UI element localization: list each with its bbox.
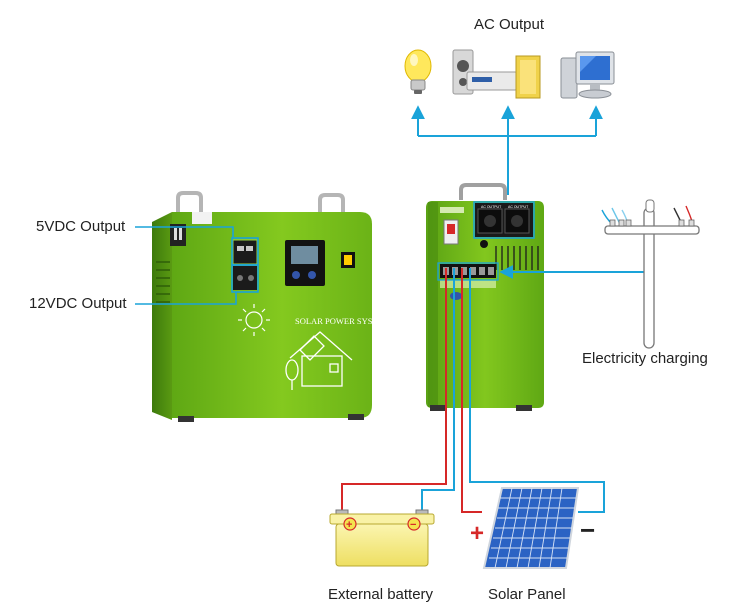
solar-unit-back <box>426 183 544 411</box>
electricity-charging-label: Electricity charging <box>582 350 708 367</box>
panel-plus-sign: + <box>470 520 484 547</box>
vdc5-output-label: 5VDC Output <box>36 218 126 235</box>
socket-label-right: AC OUTPUT <box>508 205 529 209</box>
external-battery-icon <box>329 509 435 567</box>
solar-unit-front <box>152 191 372 422</box>
battery-minus-sign: − <box>410 519 416 531</box>
solar-panel-icon <box>482 487 580 569</box>
ac-output-wiring <box>411 105 603 195</box>
ac-output-label: AC Output <box>474 16 545 33</box>
dc-output-callouts <box>135 226 259 305</box>
desktop-computer-icon <box>560 51 615 99</box>
vdc12-output-label: 12VDC Output <box>29 295 127 312</box>
battery-plus-sign: + <box>346 519 352 531</box>
stereo-system-icon <box>452 49 541 99</box>
external-battery-label: External battery <box>328 586 434 603</box>
light-bulb-icon <box>404 49 432 94</box>
socket-label-left: AC OUTPUT <box>481 205 502 209</box>
terminal-highlight <box>437 262 499 281</box>
utility-pole-icon <box>601 199 700 349</box>
front-panel-title: SOLAR POWER SYSTEM <box>295 316 391 326</box>
panel-minus-sign: − <box>580 515 595 545</box>
solar-panel-label: Solar Panel <box>488 586 566 603</box>
battery-panel-wiring <box>341 268 605 514</box>
